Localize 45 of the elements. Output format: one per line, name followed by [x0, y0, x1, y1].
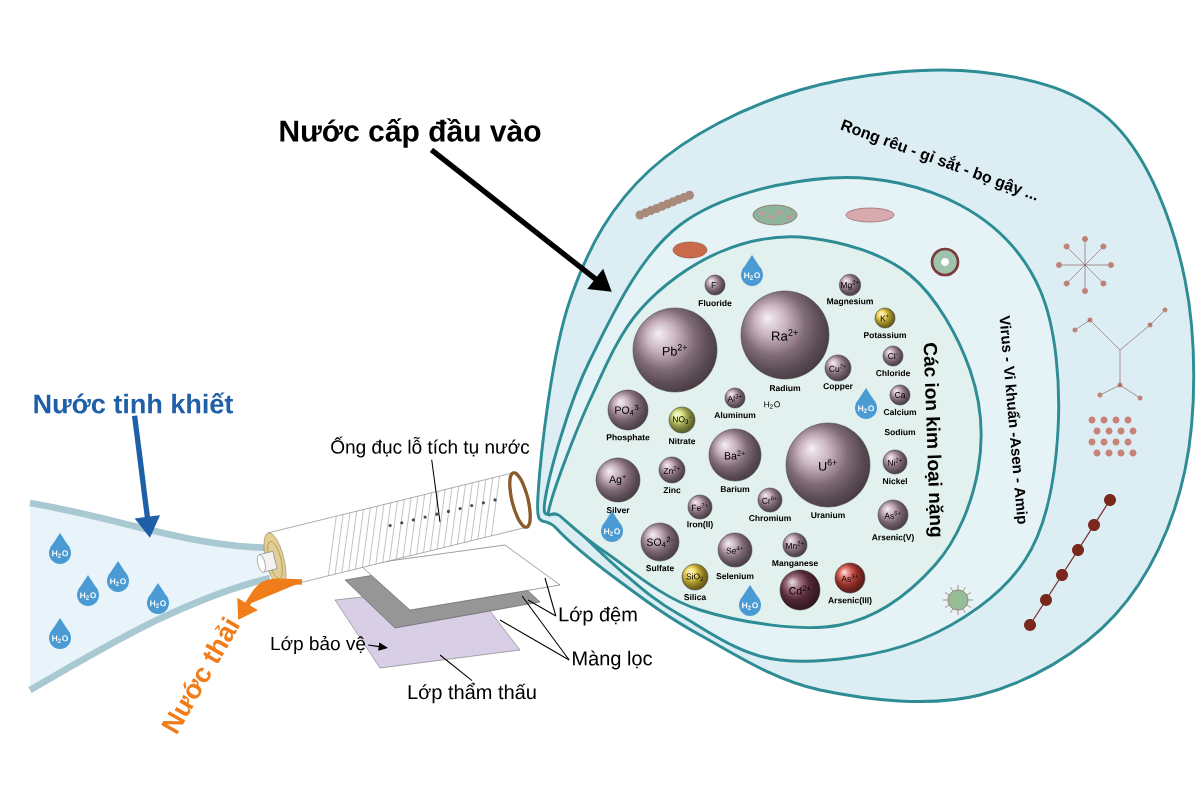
ion-name: Copper	[823, 383, 853, 391]
part-label: Ống đục lỗ tích tụ nước	[331, 436, 530, 458]
ion-name: Sulfate	[646, 564, 674, 572]
water-drop: H$_{2}$O	[855, 388, 877, 419]
leader-line	[439, 654, 473, 682]
ion-name: Silica	[684, 593, 707, 601]
leader-line	[431, 459, 441, 523]
leader-line	[499, 619, 570, 661]
water-drop: H$_{2}$O	[77, 575, 99, 606]
water-drop: H$_{2}$O	[741, 255, 763, 286]
ion-name: Arsenic(III)	[828, 597, 872, 605]
leader-line	[544, 577, 557, 617]
ion-name: Sodium	[884, 428, 916, 436]
ion-name: Calcium	[883, 408, 917, 416]
part-label: Lớp bảo vệ	[271, 635, 366, 655]
leader-line	[527, 599, 557, 617]
part-label: Lớp thẩm thấu	[408, 682, 536, 704]
water-drop: H$_{2}$O	[147, 583, 169, 614]
ion-name: Silver	[606, 506, 630, 514]
ion-name: Iron(II)	[687, 521, 713, 529]
ion-name: Chloride	[876, 369, 910, 377]
part-label: Lớp đệm	[559, 606, 637, 626]
ion-name: Fluoride	[698, 299, 732, 307]
ion-name: Magnesium	[827, 298, 873, 306]
ion-name: Uranium	[811, 511, 845, 519]
ion-name: Manganese	[772, 560, 818, 568]
ion-name: Selenium	[716, 572, 754, 580]
ion-name: Phosphate	[606, 434, 650, 442]
ion-name: Barium	[720, 485, 750, 493]
ion-name: Potassium	[864, 331, 906, 339]
water-drop: H$_{2}$O	[739, 585, 761, 616]
ion-name: Nickel	[883, 477, 907, 485]
ion-name: Arsenic(V)	[871, 534, 914, 542]
water-drop: H$_{2}$O	[107, 561, 129, 592]
water-drop: H$_{2}$O	[49, 533, 71, 564]
ion-name: Chromium	[749, 514, 791, 522]
leader-line	[367, 642, 388, 651]
heading-label: Nước tinh khiết	[34, 392, 234, 414]
ion-name: Zinc	[663, 486, 681, 494]
ion-name: Aluminum	[714, 411, 756, 419]
ion-name: Nitrate	[669, 437, 696, 445]
water-drop: H$_{2}$O	[49, 618, 71, 649]
ion-name: Radium	[770, 384, 801, 392]
leader-line	[521, 595, 570, 661]
water-label: H$_{2}$O	[764, 401, 780, 409]
